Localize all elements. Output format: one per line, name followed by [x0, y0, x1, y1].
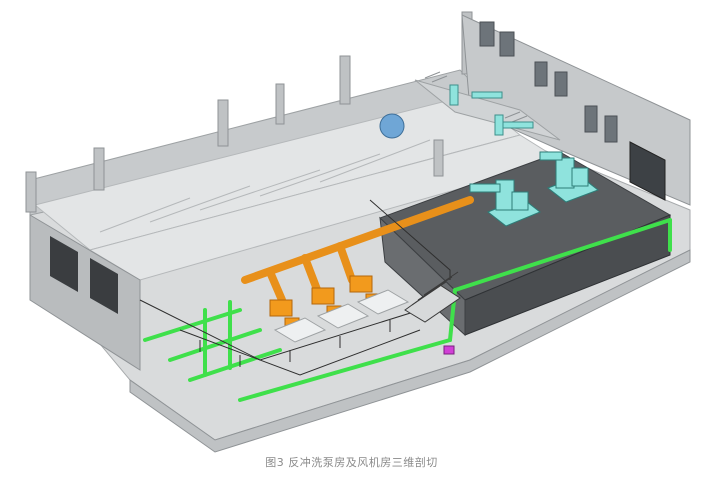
orange-pipe	[241, 196, 474, 304]
window	[479, 21, 618, 143]
round-tank-icon	[379, 113, 405, 139]
staircase	[404, 271, 461, 323]
blower-unit-2	[539, 151, 600, 203]
rooftop-fans	[449, 84, 534, 136]
blower-unit-1	[469, 179, 541, 227]
figure-caption: 图3 反冲洗泵房及风机房三维剖切	[265, 456, 438, 469]
green-pipe	[143, 218, 672, 402]
pump-pads	[273, 289, 410, 343]
front-slab-edge	[129, 249, 691, 453]
magenta-marker	[443, 345, 455, 355]
louver-panel	[629, 141, 666, 201]
vent-grille	[424, 71, 528, 123]
facade-openings	[50, 236, 118, 314]
